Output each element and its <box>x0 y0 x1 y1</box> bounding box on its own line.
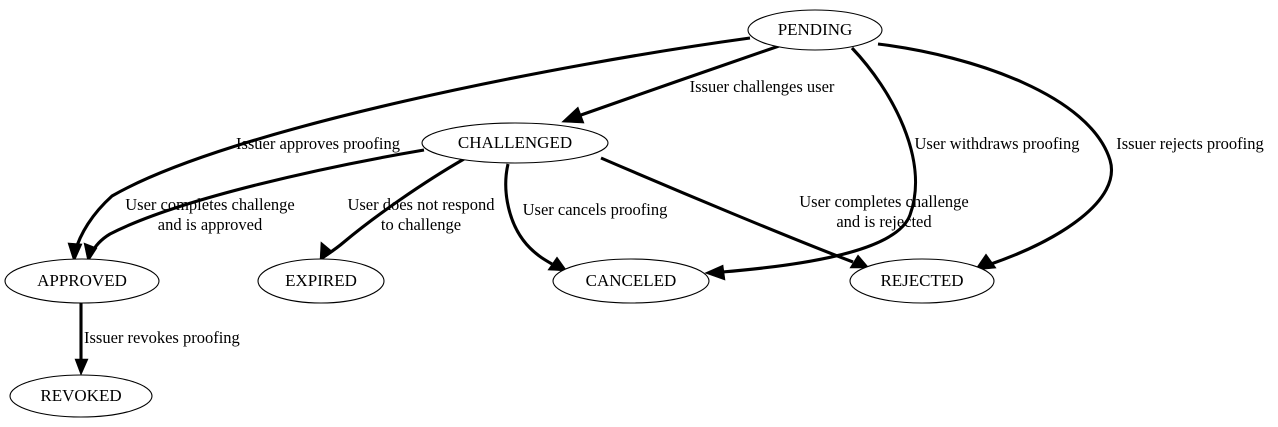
node-shape <box>421 122 609 164</box>
edge-label-pending-rejected: Issuer rejects proofing <box>1116 134 1264 153</box>
arrowhead-icon <box>67 242 83 263</box>
arrowhead-icon <box>83 242 98 263</box>
node-label-approved: APPROVED <box>37 271 127 290</box>
edge-challenged-rejected[interactable]: User completes challenge and is rejected <box>600 156 969 269</box>
arrowhead-icon <box>974 253 997 271</box>
edge-label-challenged-approved: Issuer approves proofing <box>236 134 400 153</box>
edge-path <box>877 42 1114 266</box>
node-label-revoked: REVOKED <box>40 386 121 405</box>
edge-challenged-expired[interactable]: User does not respond to challenge <box>319 157 495 262</box>
node-shape <box>552 258 710 304</box>
node-label-rejected: REJECTED <box>880 271 963 290</box>
edge-pending-canceled[interactable]: User withdraws proofing <box>704 46 1080 281</box>
edge-label-pending-challenged: Issuer challenges user <box>690 77 835 96</box>
arrowhead-icon <box>74 358 89 376</box>
edges-layer: User completes challenge and is approved… <box>67 36 1264 376</box>
edge-label-challenged-rejected-line2: and is rejected <box>836 212 932 231</box>
node-revoked[interactable]: REVOKED <box>9 374 153 418</box>
arrowhead-icon <box>547 256 568 272</box>
edge-label-challenged-rejected-line1: User completes challenge <box>799 192 969 211</box>
arrowhead-icon <box>561 106 585 124</box>
node-expired[interactable]: EXPIRED <box>257 258 385 304</box>
node-shape <box>9 374 153 418</box>
node-label-challenged: CHALLENGED <box>458 133 572 152</box>
edge-pending-challenged[interactable]: Issuer challenges user <box>561 44 835 124</box>
node-rejected[interactable]: REJECTED <box>849 258 995 304</box>
edge-label-pending-canceled: User withdraws proofing <box>915 134 1080 153</box>
node-label-expired: EXPIRED <box>285 271 357 290</box>
edge-challenged-approved[interactable]: Issuer approves proofing <box>83 134 425 263</box>
edge-path <box>580 44 780 117</box>
node-approved[interactable]: APPROVED <box>4 258 160 304</box>
arrowhead-icon <box>704 264 726 281</box>
node-shape <box>849 258 995 304</box>
edge-challenged-canceled[interactable]: User cancels proofing <box>504 163 668 272</box>
nodes-layer: PENDING CHALLENGED APPROVED EXPIRED CANC… <box>4 9 995 418</box>
edge-label-challenged-expired-line2: to challenge <box>381 215 461 234</box>
arrowhead-icon <box>319 241 334 262</box>
edge-pending-rejected[interactable]: Issuer rejects proofing <box>877 42 1264 271</box>
node-shape <box>257 258 385 304</box>
node-label-canceled: CANCELED <box>586 271 677 290</box>
edge-path <box>721 46 918 274</box>
node-shape <box>747 9 883 51</box>
edge-approved-revoked[interactable]: Issuer revokes proofing <box>74 303 240 376</box>
edge-path <box>89 148 425 255</box>
arrowhead-icon <box>849 254 870 269</box>
edge-label-approved-revoked: Issuer revokes proofing <box>84 328 240 347</box>
edge-label-pending-approved-line2: and is approved <box>158 215 263 234</box>
edge-path <box>600 156 854 264</box>
edge-label-challenged-canceled: User cancels proofing <box>523 200 668 219</box>
node-canceled[interactable]: CANCELED <box>552 258 710 304</box>
edge-path <box>73 36 751 253</box>
edge-path <box>504 163 553 266</box>
node-pending[interactable]: PENDING <box>747 9 883 51</box>
node-label-pending: PENDING <box>778 20 853 39</box>
node-shape <box>4 258 160 304</box>
node-challenged[interactable]: CHALLENGED <box>421 122 609 164</box>
edge-label-challenged-expired-line1: User does not respond <box>347 195 495 214</box>
